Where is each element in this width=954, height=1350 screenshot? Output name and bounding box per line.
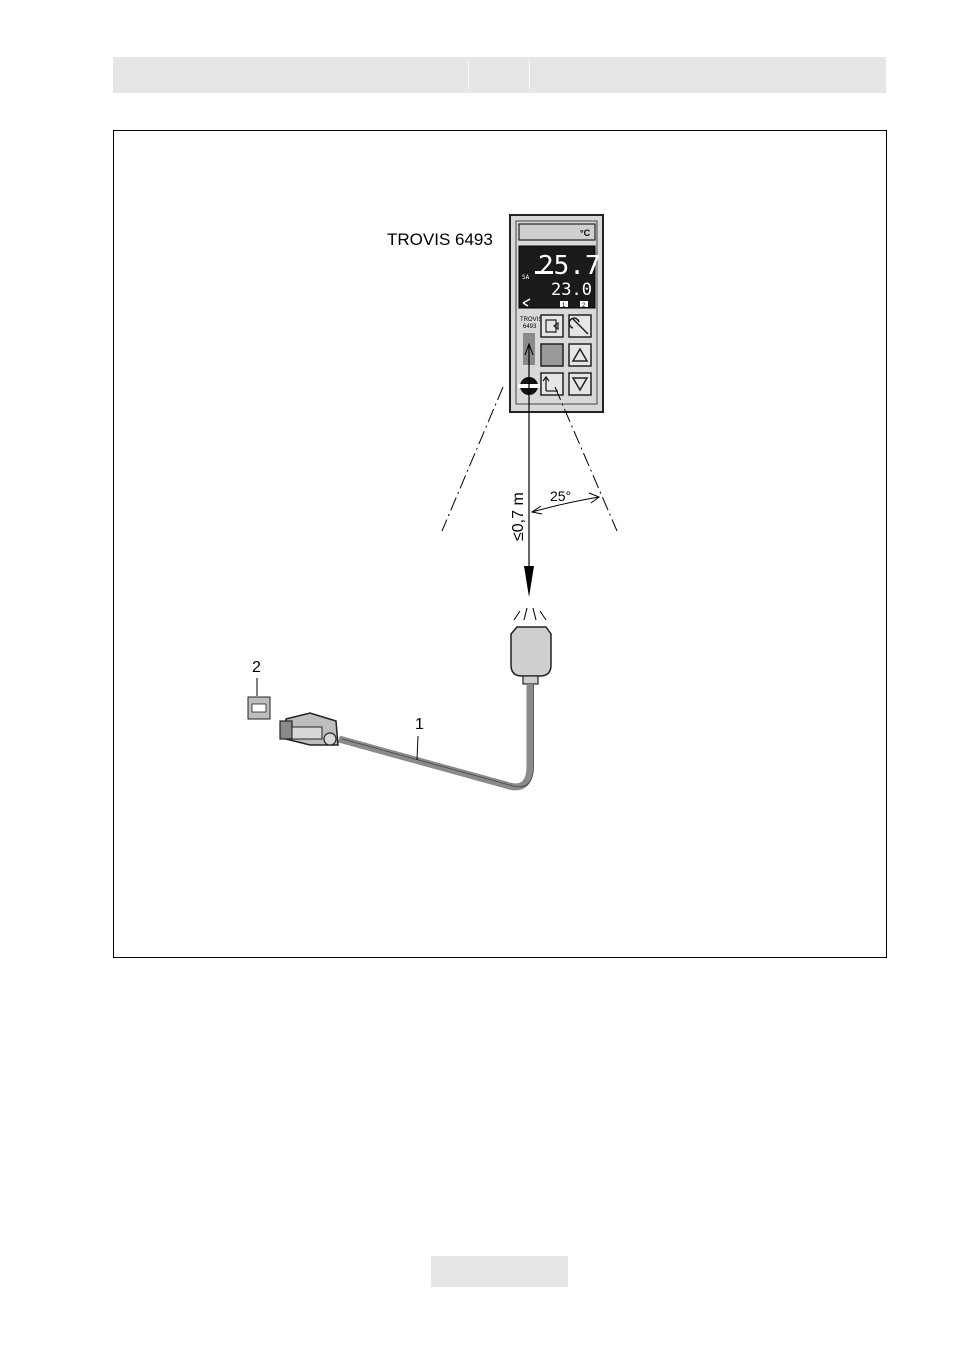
serial-connector — [280, 713, 338, 745]
header-separator — [529, 61, 530, 89]
unit-label: °C — [580, 228, 591, 238]
ir-adapter — [511, 627, 551, 684]
device-face-label-1: TROVIS — [520, 317, 542, 323]
figure-frame: TROVIS 6493 °C 25.7 23.0 SA 1 2 TROVIS 6… — [113, 130, 887, 958]
light-rays — [514, 608, 546, 620]
device-controller: °C 25.7 23.0 SA 1 2 TROVIS 6493 — [510, 215, 603, 412]
header-separator — [468, 61, 469, 89]
angle-label: 25° — [550, 488, 571, 504]
button-down[interactable] — [569, 373, 591, 395]
display-side-mark: SA — [522, 274, 530, 281]
footer-bar — [431, 1256, 568, 1287]
button-blank[interactable] — [541, 344, 563, 366]
display-top-value: 25.7 — [538, 251, 601, 281]
infrared-connection-diagram: TROVIS 6493 °C 25.7 23.0 SA 1 2 TROVIS 6… — [114, 131, 886, 957]
pc-port-icon — [248, 697, 270, 719]
button-up[interactable] — [569, 344, 591, 366]
display-bottom-value: 23.0 — [551, 280, 592, 300]
device-label: TROVIS 6493 — [387, 230, 493, 249]
callout-2: 2 — [252, 659, 261, 676]
callout-1: 1 — [415, 716, 424, 733]
button-enter[interactable] — [541, 373, 563, 395]
cable — [339, 684, 530, 787]
header-bar — [113, 57, 886, 93]
device-face-label-2: 6493 — [523, 324, 537, 330]
button-mode[interactable] — [541, 315, 563, 337]
distance-label: ≤0,7 m — [510, 492, 527, 541]
